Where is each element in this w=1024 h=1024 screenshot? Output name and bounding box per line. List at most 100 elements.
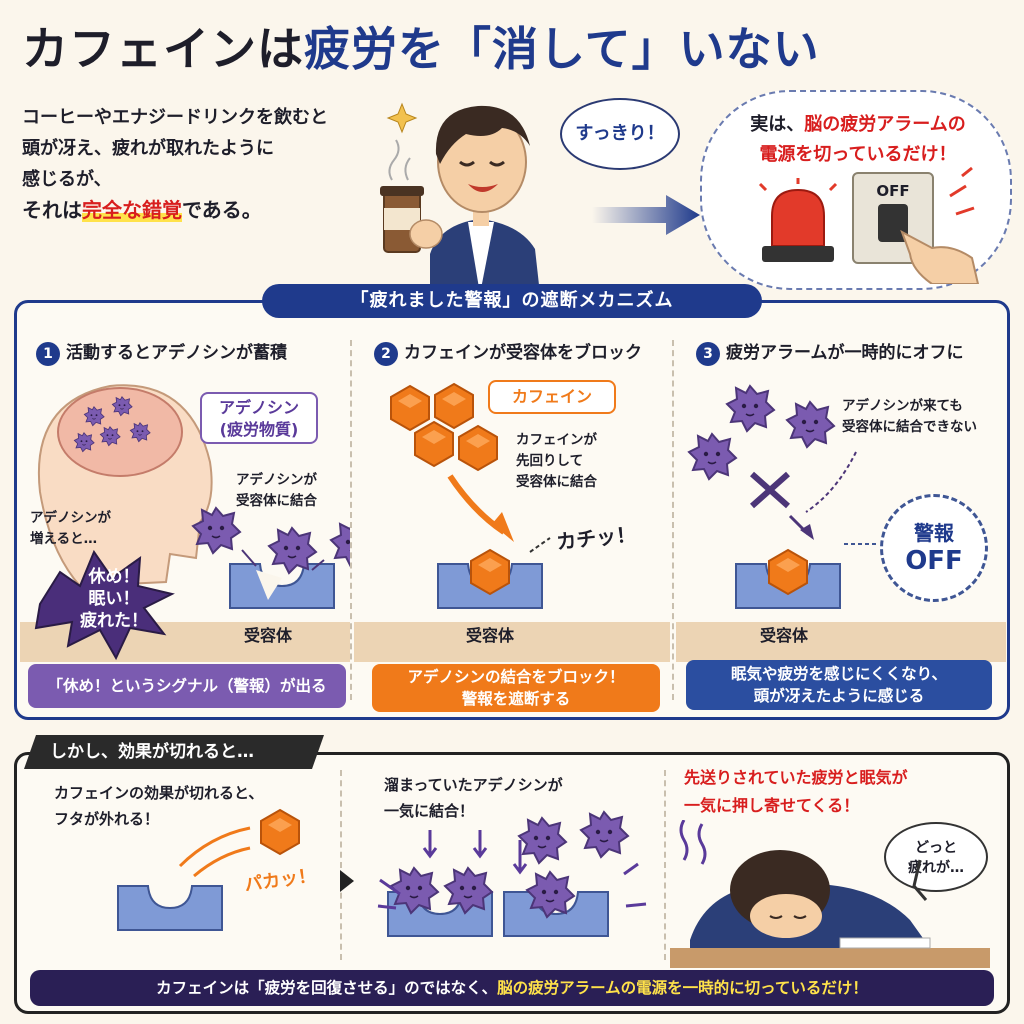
adenosine-icon [518,817,567,864]
aftermath-p2-illustration [377,811,647,937]
right-arrow-icon [592,195,700,235]
aftermath-p3-line2: 一気に押し寄せてくる！ [684,796,860,815]
caffeine-bound-icon [768,549,808,595]
off-switch-label: OFF [876,182,910,200]
sukkiri-speech-bubble: すっきり！ [560,98,680,170]
alarm-line1-b: 脳の疲労アラームの [804,114,966,135]
panel-divider [664,770,666,960]
panel1-note-bind: アデノシンが 受容体に結合 [236,470,317,512]
cross-mark-icon [750,471,790,509]
aftermath-p2-line2: 一気に結合！ [384,802,475,820]
panel1-number: 1 [36,342,60,366]
alarm-cloud-text: 実は、脳の疲労アラームの 電源を切っているだけ！ [722,110,994,170]
intro-line3: 感じるが、 [22,169,112,190]
panel2-note: カフェインが 先回りして 受容体に結合 [516,430,597,493]
panel-divider [672,340,674,700]
intro-line1: コーヒーやエナジードリンクを飲むと [22,107,328,128]
panel3-banner-line2: 頭が冴えたように感じる [753,687,925,705]
panel1-note2-line1: アデノシンが [30,510,111,526]
burst-line2: 眠い！ [88,589,140,609]
bubble-line2: 疲れが… [908,860,964,876]
panel2-illustration [354,383,670,662]
panel2-note-line1: カフェインが [516,432,597,448]
hand-pressing-icon [900,229,980,284]
panel2-banner-line1: アデノシンの結合をブロック！ [407,668,625,686]
panel-divider [350,340,352,700]
intro-highlight: 完全な錯覚 [82,198,182,222]
intro-line2: 頭が冴え、疲れが取れたように [22,138,274,159]
panel3-note-line1: アデノシンが来ても [842,398,963,414]
caffeine-icon [414,421,454,467]
receptor-shape [229,563,335,609]
caffeine-icon [434,383,474,429]
adenosine-tag-line2: (疲労物質) [219,420,299,439]
receptor-label: 受容体 [760,626,809,645]
panel1-note-line1: アデノシンが [236,472,317,488]
panel3-note-line2: 受容体に結合できない [842,419,977,435]
burst-line3: 疲れた！ [80,611,148,631]
panel3-title-text: 疲労アラームが一時的にオフに [726,343,964,363]
exhausted-man-illustration [670,820,990,968]
adenosine-tag-line1: アデノシン [218,398,299,417]
mechanism-header: 「疲れました警報」の遮断メカニズム [262,284,762,318]
burst-text: 休め！ 眠い！ 疲れた！ [64,566,164,632]
alarm-off-badge: 警報 OFF [880,494,988,602]
intro-text: コーヒーやエナジードリンクを飲むと 頭が冴え、疲れが取れたように 感じるが、 そ… [22,102,367,226]
panel1-note2-line2: 増えると… [30,531,98,547]
panel3-note: アデノシンが来ても 受容体に結合できない [842,396,977,438]
burst-line1: 休め！ [88,567,140,587]
sparkle-icon [386,102,418,134]
aftermath-p2-text: 溜まっていたアデノシンが 一気に結合！ [384,772,563,824]
alarm-siren-icon [758,178,838,262]
caffeine-bound-icon [470,549,510,595]
impact-lines-icon [949,166,975,216]
man-drinking-coffee-illustration [380,102,540,294]
intro-line4-a: それは [22,198,82,222]
panel3-banner: 眠気や疲労を感じにくくなり、 頭が冴えたように感じる [686,660,992,710]
bottom-text-a: カフェインは「疲労を回復させる」のではなく、 [156,979,498,997]
aftermath-p1-text: カフェインの効果が切れると、 フタが外れる！ [54,780,263,832]
badge-line1: 警報 [914,521,954,545]
panel2-note-line2: 先回りして [516,453,584,469]
panel3-title: 3 疲労アラームが一時的にオフに [696,338,964,366]
alarm-thought-cloud: 実は、脳の疲労アラームの 電源を切っているだけ！ OFF [700,90,1012,290]
intro-line4: それは完全な錯覚である。 [22,195,367,226]
aftermath-header: しかし、効果が切れると… [24,735,324,769]
aftermath-p3-text: 先送りされていた疲労と眠気が 一気に押し寄せてくる！ [684,764,908,820]
adenosine-tag: アデノシン (疲労物質) [200,392,318,444]
aftermath-p1-line2: フタが外れる！ [54,810,160,828]
panel-divider [340,770,342,960]
title-part2: 疲労を「消して」いない [304,22,820,76]
aftermath-p1-line1: カフェインの効果が切れると、 [54,784,264,802]
panel1-illustration [20,384,350,662]
panel3-number: 3 [696,342,720,366]
badge-line2: OFF [905,546,963,576]
caffeine-icon [390,385,430,431]
aftermath-p2-line1: 溜まっていたアデノシンが [384,776,563,794]
exhausted-speech-bubble: どっと 疲れが… [884,822,988,892]
adenosine-icon [726,385,775,432]
panel2-number: 2 [374,342,398,366]
sukkiri-text: すっきり！ [575,123,665,144]
bubble-line1: どっと [915,840,957,856]
panel2-note-line3: 受容体に結合 [516,474,597,490]
receptor-label: 受容体 [244,626,293,645]
receptor-shape [117,885,223,931]
panel2-title-text: カフェインが受容体をブロック [404,343,642,363]
caffeine-icon [260,809,300,855]
alarm-line1-a: 実は、 [750,114,805,135]
alarm-burst [34,549,175,661]
panel1-title: 1 活動するとアデノシンが蓄積 [36,338,287,366]
panel1-title-text: 活動するとアデノシンが蓄積 [66,343,287,363]
aftermath-p1-illustration [117,809,300,931]
intro-line4-b: である。 [182,198,262,222]
panel3-banner-line1: 眠気や疲労を感じにくくなり、 [730,665,948,683]
bottom-conclusion-bar: カフェインは「疲労を回復させる」のではなく、脳の疲労アラームの電源を一時的に切っ… [30,970,994,1006]
caffeine-tag: カフェイン [488,380,616,414]
panel1-note-increase: アデノシンが 増えると… [30,508,111,550]
bottom-text-b: 脳の疲労アラームの電源を一時的に切っているだけ！ [497,979,868,997]
panel1-note-line2: 受容体に結合 [236,493,317,509]
adenosine-icon [688,433,737,480]
panel2-banner-line2: 警報を遮断する [461,690,571,708]
panel2-banner: アデノシンの結合をブロック！ 警報を遮断する [372,664,660,712]
